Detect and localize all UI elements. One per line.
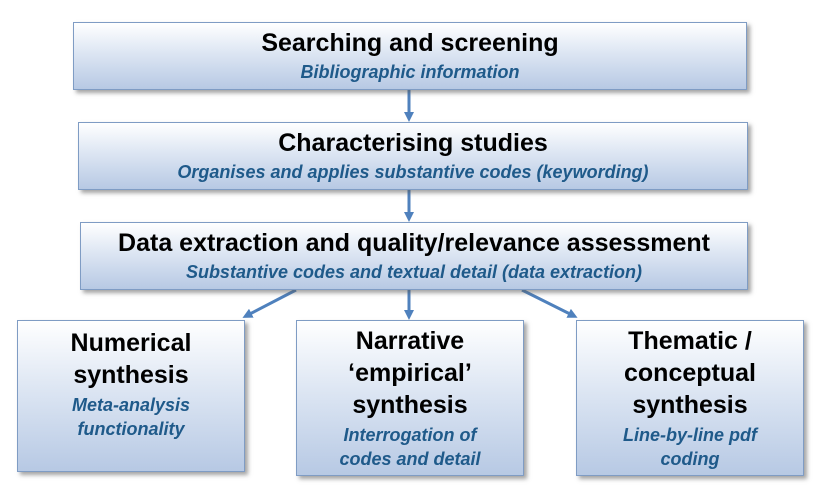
narrative-subtitle-line-2: codes and detail [339, 449, 481, 469]
thematic-synthesis-box: Thematic / conceptual synthesis Line-by-… [576, 320, 804, 476]
thematic-subtitle-line-1: Line-by-line pdf [623, 425, 757, 445]
characterising-subtitle: Organises and applies substantive codes … [177, 162, 649, 182]
narrative-title-line-3: synthesis [352, 391, 468, 419]
arrow-extraction-to-numerical [242, 288, 297, 318]
thematic-title-line-3: synthesis [632, 391, 748, 419]
searching-subtitle: Bibliographic information [300, 62, 520, 82]
arrow-extraction-to-thematic [521, 288, 578, 318]
numerical-title-line-2: synthesis [73, 361, 189, 389]
numerical-subtitle-line-1: Meta-analysis [71, 395, 191, 415]
characterising-studies-box: Characterising studies Organises and app… [78, 122, 748, 190]
thematic-title-line-1: Thematic / [628, 327, 752, 355]
extraction-subtitle: Substantive codes and textual detail (da… [185, 262, 643, 282]
data-extraction-box: Data extraction and quality/relevance as… [80, 222, 748, 290]
thematic-title-line-2: conceptual [624, 359, 756, 387]
thematic-subtitle-line-2: coding [660, 449, 720, 469]
numerical-subtitle-line-2: functionality [77, 419, 185, 439]
extraction-title: Data extraction and quality/relevance as… [118, 229, 710, 257]
narrative-subtitle-line-1: Interrogation of [343, 425, 477, 445]
narrative-synthesis-box: Narrative ‘empirical’ synthesis Interrog… [296, 320, 524, 476]
numerical-synthesis-box: Numerical synthesis Meta-analysis functi… [17, 320, 245, 472]
searching-title: Searching and screening [261, 29, 559, 57]
numerical-title-line-1: Numerical [70, 329, 192, 357]
narrative-title-line-2: ‘empirical’ [348, 359, 472, 387]
narrative-title-line-1: Narrative [355, 327, 465, 355]
characterising-title: Characterising studies [278, 129, 548, 157]
searching-screening-box: Searching and screening Bibliographic in… [73, 22, 747, 90]
